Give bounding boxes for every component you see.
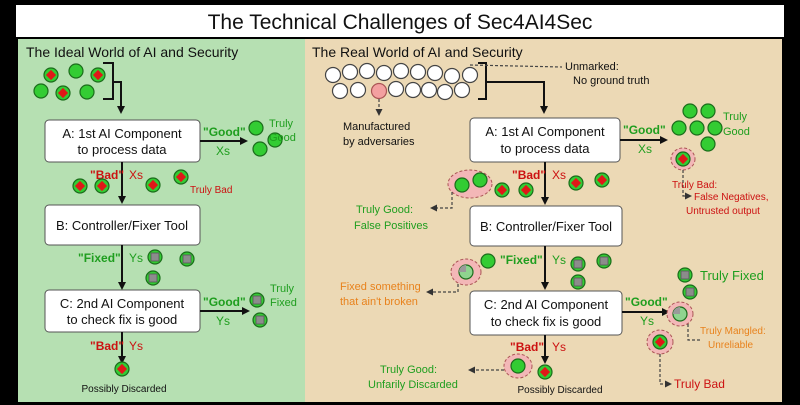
left-possibly-discarded: Possibly Discarded [81,384,166,395]
right-truly-good-fp-line2: False Positives [354,220,428,232]
right-box-a-line2: to process data [501,141,591,156]
right-truly-good-fp-line1: Truly Good: [356,204,413,216]
left-box-c-line2: to check fix is good [67,312,178,327]
right-truly-bad-label: Truly Bad [674,377,725,391]
right-heading: The Real World of AI and Security [312,44,523,60]
left-good2-ys: Ys [216,314,230,328]
right-truly-fixed-label: Truly Fixed [700,268,764,283]
right-false-negative-pointer [682,170,692,200]
right-box-a-line1: A: 1st AI Component [485,124,605,139]
left-truly-fixed-label-1: Truly [270,283,295,295]
right-input-bracket [478,62,544,112]
left-truly-fixed-label-2: Fixed [270,297,297,309]
right-truly-mangled-line1: Truly Mangled: [700,326,766,337]
left-good-xs: Xs [216,144,230,158]
left-fixed-label: "Fixed" [78,251,121,265]
right-truly-bad-fn-line3: Untrusted output [686,206,760,217]
right-good-label: "Good" [623,123,666,137]
right-truly-bad-fn-line2: False Negatives, [694,192,768,203]
left-bad2-ys: Ys [129,339,143,353]
right-good2-label: "Good" [625,295,668,309]
right-truly-mangled-line2: Unreliable [708,340,753,351]
right-truly-bad-fn-line1: Truly Bad: [672,180,717,191]
right-mangled-circle [672,306,688,322]
right-fixed-something-line2: that ain't broken [340,296,418,308]
right-fixed-something-line1: Fixed something [340,281,421,293]
right-mangled-pointer [687,324,700,341]
right-truly-bad-pointer [659,354,672,388]
left-box-a-line2: to process data [78,142,168,157]
right-box-b-label: B: Controller/Fixer Tool [480,219,612,234]
left-box-a-line1: A: 1st AI Component [62,126,182,141]
right-box-c-line2: to check fix is good [491,314,602,329]
right-fixed-label: "Fixed" [500,253,543,267]
left-bad-label: "Bad" [90,168,124,182]
right-bad2-ys: Ys [552,340,566,354]
right-unmarked-pointer [469,64,563,68]
right-bad-label: "Bad" [512,168,546,182]
left-box-b-label: B: Controller/Fixer Tool [56,218,188,233]
right-truly-bad-circle [652,334,668,350]
right-fixed-unbroken-pointer [426,284,459,296]
right-possibly-discarded: Possibly Discarded [517,385,602,396]
left-good2-label: "Good" [203,295,246,309]
right-truly-good-discarded-line2: Unfarily Discarded [368,379,458,391]
left-heading: The Ideal World of AI and Security [26,44,238,60]
left-input-bracket [103,62,121,112]
diagram-title: The Technical Challenges of Sec4AI4Sec [208,11,593,34]
right-box-c-line1: C: 2nd AI Component [484,297,609,312]
right-false-negative-circle [675,151,691,167]
right-truly-good-discarded-line1: Truly Good: [380,364,437,376]
right-unmarked-line2: No ground truth [573,75,649,87]
left-bad-xs: Xs [129,168,143,182]
left-fixed-ys: Ys [129,251,143,265]
left-truly-good-label-2: Good [269,132,296,144]
left-truly-bad-label: Truly Bad [190,185,232,196]
left-good-label: "Good" [203,125,246,139]
right-good2-ys: Ys [640,314,654,328]
left-bad2-label: "Bad" [90,339,124,353]
right-fixed-ys: Ys [552,253,566,267]
right-discarded-circle [537,364,553,380]
left-discarded-circle [114,361,130,377]
right-good-xs: Xs [638,142,652,156]
right-bad-xs: Xs [552,168,566,182]
right-unmarked-line1: Unmarked: [565,61,619,73]
right-truly-good-label-1: Truly [723,111,748,123]
right-false-positive-pointer [430,192,453,212]
right-bad2-label: "Bad" [510,340,544,354]
left-box-c-line1: C: 2nd AI Component [60,296,185,311]
left-truly-good-label-1: Truly [269,118,294,130]
right-unfair-discard-circle [510,358,526,374]
right-truly-good-label-2: Good [723,126,750,138]
right-manufactured-line1: Manufactured [343,121,410,133]
right-manufactured-line2: by adversaries [343,136,415,148]
title-bar [16,5,784,37]
